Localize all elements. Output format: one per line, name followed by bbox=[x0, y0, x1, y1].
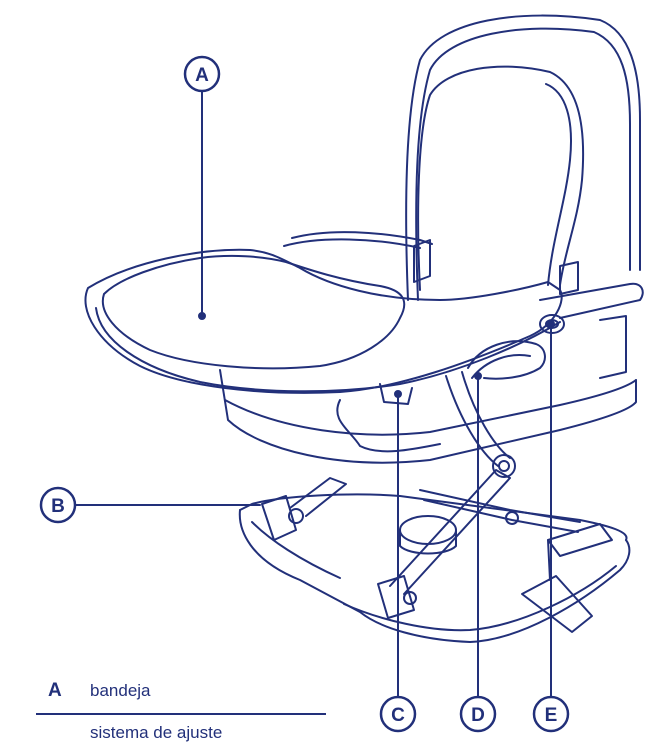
legend-divider bbox=[36, 713, 326, 715]
callout-A bbox=[183, 55, 221, 320]
callout-letter-E: E bbox=[545, 705, 558, 726]
callout-letter-B: B bbox=[51, 496, 65, 517]
folding-leg-mechanism bbox=[288, 371, 581, 605]
legend-letter-a: A bbox=[48, 680, 62, 701]
safety-strap bbox=[521, 539, 593, 633]
callout-letter-D: D bbox=[471, 705, 485, 726]
tray bbox=[84, 231, 644, 405]
callout-B bbox=[39, 486, 261, 524]
seat-body bbox=[219, 315, 637, 464]
callout-letter-A: A bbox=[195, 65, 209, 86]
callout-D bbox=[459, 372, 497, 733]
base-platform bbox=[238, 493, 631, 643]
callout-letter-C: C bbox=[391, 705, 405, 726]
legend-text-a: bandeja bbox=[90, 681, 151, 700]
callout-C bbox=[379, 390, 417, 733]
seat-backrest bbox=[405, 14, 641, 301]
legend-text-b: sistema de ajuste bbox=[90, 723, 223, 742]
callout-E bbox=[532, 320, 570, 733]
